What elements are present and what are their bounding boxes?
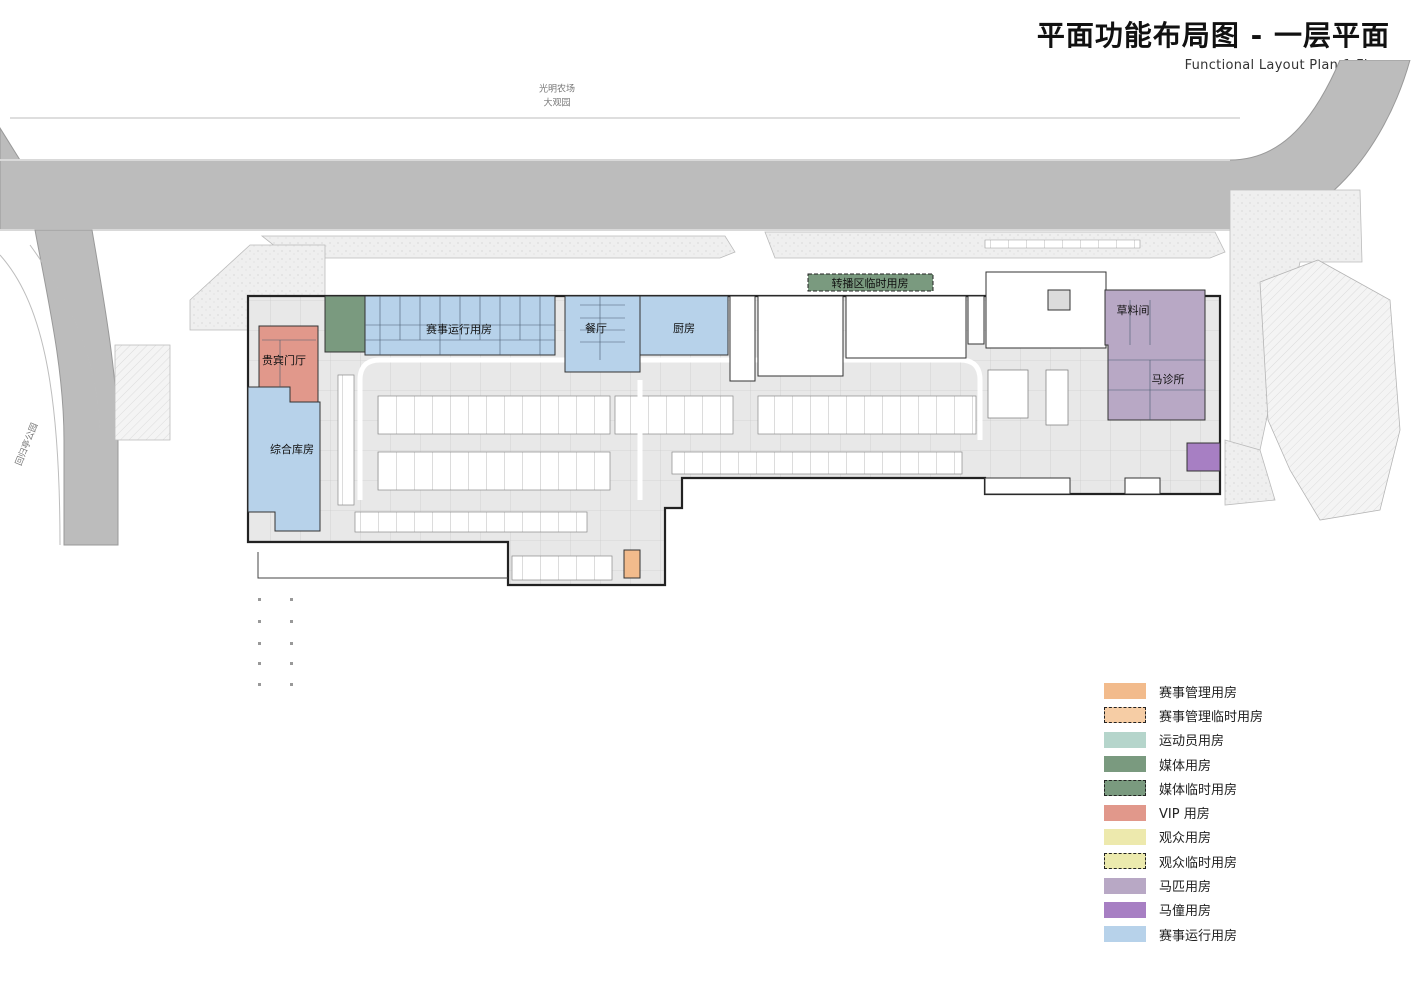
interior-partitions <box>262 296 1205 420</box>
legend-item-event-ops: 赛事运行用房 <box>1104 922 1263 946</box>
legend-item-groom: 马僮用房 <box>1104 898 1263 922</box>
room-label-hay: 草料间 <box>1116 304 1150 317</box>
road-edge-lines <box>0 117 1240 546</box>
legend-item-media: 媒体用房 <box>1104 752 1263 776</box>
legend-item-horse: 马匹用房 <box>1104 873 1263 897</box>
legend-swatch <box>1104 901 1146 918</box>
room-label-clinic: 马诊所 <box>1151 373 1185 386</box>
zone-dining <box>564 295 641 373</box>
legend-swatch <box>1104 780 1146 797</box>
main-road <box>0 60 1411 231</box>
legend-swatch <box>1104 926 1146 943</box>
legend-item-media-temp: 媒体临时用房 <box>1104 776 1263 800</box>
page-title: 平面功能布局图 - 一层平面 <box>1036 19 1390 52</box>
legend: 赛事管理用房 赛事管理临时用房 运动员用房 媒体用房 媒体临时用房 VIP 用房… <box>1104 679 1263 946</box>
zone-warehouse <box>247 386 321 532</box>
label-farm-line2: 大观园 <box>543 98 571 109</box>
walkway-marks <box>258 598 293 686</box>
floor-plan <box>0 60 1411 686</box>
legend-item-vip: VIP 用房 <box>1104 800 1263 824</box>
legend-swatch <box>1104 731 1146 748</box>
zone-kitchen <box>639 295 729 356</box>
legend-swatch <box>1104 683 1146 700</box>
legend-item-spectator-temp: 观众临时用房 <box>1104 849 1263 873</box>
zone-broadcast <box>807 273 934 292</box>
legend-swatch <box>1104 804 1146 821</box>
site-landscape <box>114 189 1401 521</box>
legend-item-athlete: 运动员用房 <box>1104 728 1263 752</box>
west-road <box>34 229 119 546</box>
room-label-warehouse: 综合库房 <box>270 443 314 456</box>
zone-groom <box>1186 442 1221 472</box>
room-label-event-ops: 赛事运行用房 <box>426 323 492 336</box>
legend-swatch <box>1104 707 1146 724</box>
legend-swatch <box>1104 828 1146 845</box>
legend-swatch <box>1104 853 1146 870</box>
room-label-kitchen: 厨房 <box>673 322 695 335</box>
legend-item-event-mgmt-temp: 赛事管理临时用房 <box>1104 703 1263 727</box>
legend-swatch <box>1104 756 1146 773</box>
zone-media <box>324 295 366 353</box>
room-label-dining: 餐厅 <box>585 322 607 335</box>
label-farm-line1: 光明农场 <box>538 84 576 95</box>
legend-item-event-mgmt: 赛事管理用房 <box>1104 679 1263 703</box>
parking-stalls <box>337 357 1069 581</box>
legend-swatch <box>1104 877 1146 894</box>
legend-item-spectator: 观众用房 <box>1104 825 1263 849</box>
service-rooms <box>729 271 1161 495</box>
room-label-broadcast: 转播区临时用房 <box>831 277 909 290</box>
functional-zones <box>247 273 1221 579</box>
zone-event-mgmt <box>623 549 641 579</box>
room-label-vip-lobby: 贵宾门厅 <box>262 354 306 367</box>
